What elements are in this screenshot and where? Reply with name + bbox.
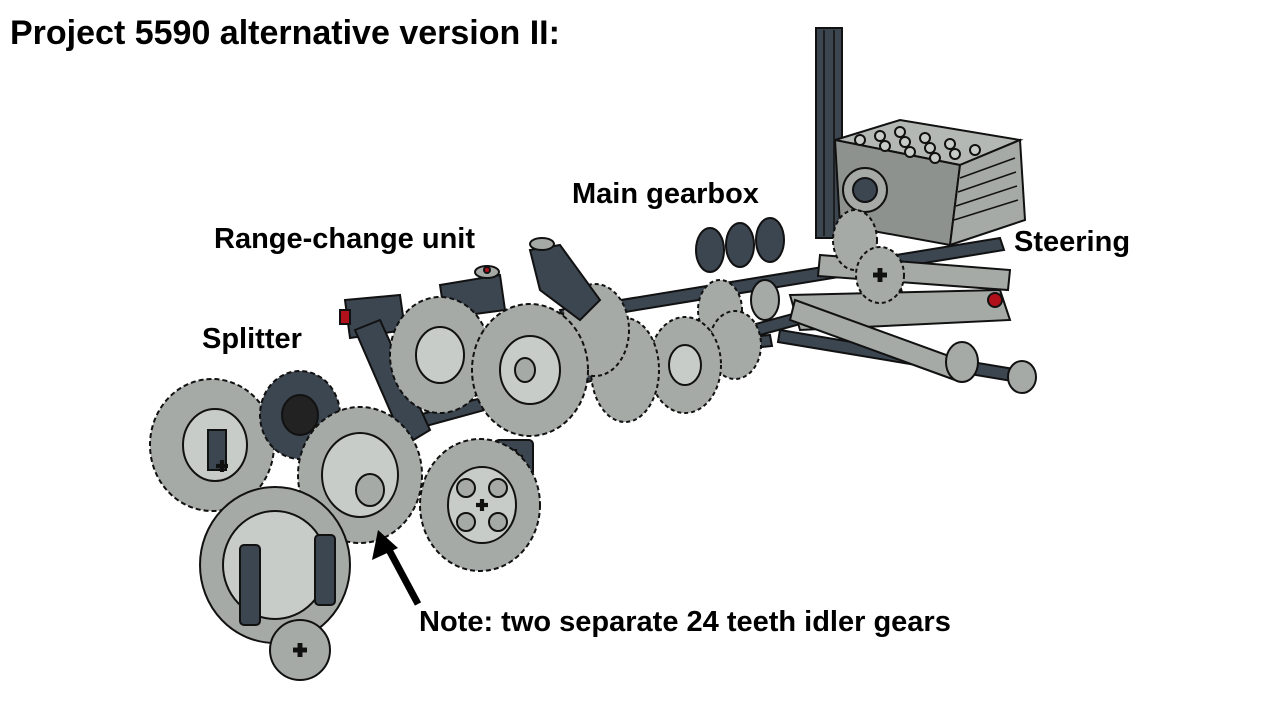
steering-label: Steering — [1014, 226, 1131, 258]
note-arrow — [372, 530, 422, 606]
splitter-label: Splitter — [202, 323, 302, 355]
main-gearbox-gears — [560, 209, 905, 423]
range-change-unit — [339, 237, 602, 572]
idler-gears-note: Note: two separate 24 teeth idler gears — [419, 606, 951, 638]
splitter-unit — [149, 370, 423, 681]
page-title: Project 5590 alternative version II: — [10, 14, 560, 52]
vertical-axle — [815, 27, 843, 239]
main-gearbox-label: Main gearbox — [572, 178, 759, 210]
range-change-unit-label: Range-change unit — [214, 223, 476, 255]
